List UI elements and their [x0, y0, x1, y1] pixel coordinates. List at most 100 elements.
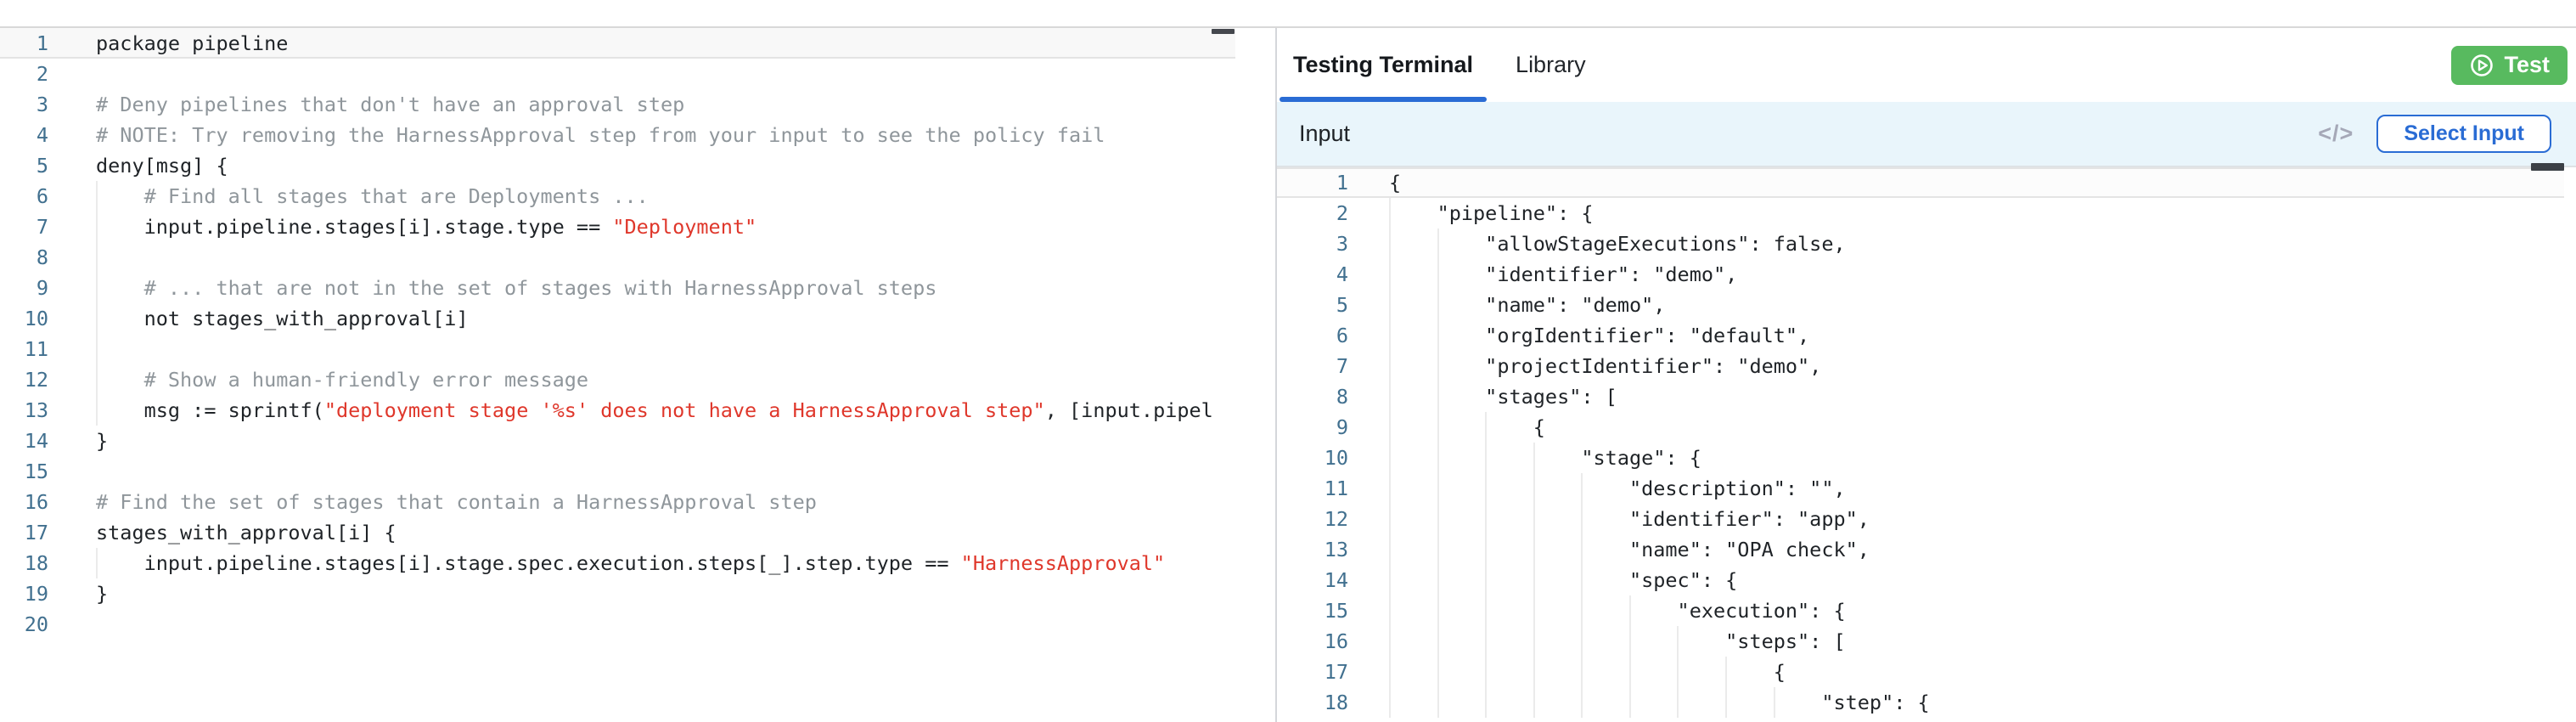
test-button-label: Test [2504, 52, 2550, 77]
code-line-16[interactable]: 16# Find the set of stages that contain … [0, 487, 1235, 517]
comment-token: # ... that are not in the set of stages … [96, 276, 937, 300]
indent-guide [1437, 259, 1439, 290]
code-line-14[interactable]: 14} [0, 426, 1235, 456]
code-line-13[interactable]: 13 "name": "OPA check", [1277, 534, 2564, 565]
indent-guide [1485, 473, 1488, 504]
indent-guide [1389, 473, 1391, 504]
code-token: } [96, 429, 109, 453]
line-number: 2 [36, 62, 48, 86]
indent-guide [1485, 504, 1488, 534]
code-line-8[interactable]: 8 [0, 242, 1235, 273]
code-line-5[interactable]: 5 "name": "demo", [1277, 290, 2564, 320]
code-token: { [1389, 415, 1545, 439]
indent-guide [1437, 626, 1439, 657]
indent-guide [1437, 565, 1439, 595]
line-number: 3 [1336, 232, 1348, 256]
code-line-11[interactable]: 11 "description": "", [1277, 473, 2564, 504]
code-token: "execution": { [1389, 599, 1846, 623]
code-line-12[interactable]: 12 # Show a human-friendly error message [0, 364, 1235, 395]
indent-guide [1485, 626, 1488, 657]
code-line-17[interactable]: 17 { [1277, 657, 2564, 687]
code-line-18[interactable]: 18 "step": { [1277, 687, 2564, 718]
code-line-4[interactable]: 4 "identifier": "demo", [1277, 259, 2564, 290]
code-line-1[interactable]: 1{ [1277, 167, 2564, 198]
code-line-6[interactable]: 6 # Find all stages that are Deployments… [0, 181, 1235, 212]
code-line-20[interactable]: 20 [0, 609, 1235, 640]
code-view-icon[interactable]: </> [2318, 121, 2354, 146]
indent-guide [1485, 565, 1488, 595]
indent-guide [1581, 626, 1583, 657]
code-token: deny[msg] { [96, 154, 228, 178]
code-line-15[interactable]: 15 [0, 456, 1235, 487]
line-content: "pipeline": { [1389, 198, 2564, 228]
line-content: deny[msg] { [96, 150, 1235, 181]
string-token: "Deployment" [612, 215, 757, 239]
line-number: 19 [24, 582, 48, 606]
code-line-3[interactable]: 3 "allowStageExecutions": false, [1277, 228, 2564, 259]
indent-guide [1485, 443, 1488, 473]
line-number: 17 [24, 521, 48, 544]
line-number: 9 [36, 276, 48, 300]
indent-guide [1581, 687, 1583, 718]
indent-guide [1581, 565, 1583, 595]
code-line-6[interactable]: 6 "orgIdentifier": "default", [1277, 320, 2564, 351]
code-token: "stage": { [1389, 446, 1701, 470]
tab-library[interactable]: Library [1499, 28, 1602, 102]
code-token: "steps": [ [1389, 629, 1846, 653]
code-line-4[interactable]: 4# NOTE: Try removing the HarnessApprova… [0, 120, 1235, 150]
code-token: "projectIdentifier": "demo", [1389, 354, 1822, 378]
comment-token: # NOTE: Try removing the HarnessApproval… [96, 123, 1105, 147]
code-line-16[interactable]: 16 "steps": [ [1277, 626, 2564, 657]
input-json-editor[interactable]: 1{2 "pipeline": {3 "allowStageExecutions… [1277, 167, 2564, 722]
indent-guide [1533, 687, 1535, 718]
code-token: "identifier": "demo", [1389, 262, 1738, 286]
code-line-7[interactable]: 7 "projectIdentifier": "demo", [1277, 351, 2564, 381]
testing-panel-header: Testing Terminal Library Test [1277, 28, 2576, 102]
code-line-7[interactable]: 7 input.pipeline.stages[i].stage.type ==… [0, 212, 1235, 242]
code-line-9[interactable]: 9 # ... that are not in the set of stage… [0, 273, 1235, 303]
comment-token: # Find all stages that are Deployments .… [96, 184, 649, 208]
code-line-10[interactable]: 10 not stages_with_approval[i] [0, 303, 1235, 334]
line-content: input.pipeline.stages[i].stage.type == "… [96, 212, 1235, 242]
indent-guide [1724, 657, 1727, 687]
line-number: 3 [36, 93, 48, 116]
select-input-button[interactable]: Select Input [2376, 115, 2551, 153]
panel-resize-divider[interactable] [1275, 28, 1277, 722]
indent-guide [1581, 657, 1583, 687]
code-line-8[interactable]: 8 "stages": [ [1277, 381, 2564, 412]
indent-guide [1628, 687, 1631, 718]
line-content: # ... that are not in the set of stages … [96, 273, 1235, 303]
code-line-18[interactable]: 18 input.pipeline.stages[i].stage.spec.e… [0, 548, 1235, 578]
code-line-2[interactable]: 2 "pipeline": { [1277, 198, 2564, 228]
test-button[interactable]: Test [2451, 45, 2568, 85]
line-number: 18 [24, 551, 48, 575]
line-content: # Find all stages that are Deployments .… [96, 181, 1235, 212]
overview-cursor-marker-icon [2531, 163, 2564, 171]
code-line-12[interactable]: 12 "identifier": "app", [1277, 504, 2564, 534]
indent-guide [1533, 504, 1535, 534]
code-line-10[interactable]: 10 "stage": { [1277, 443, 2564, 473]
code-line-13[interactable]: 13 msg := sprintf("deployment stage '%s'… [0, 395, 1235, 426]
code-line-3[interactable]: 3# Deny pipelines that don't have an app… [0, 89, 1235, 120]
code-token: input.pipeline.stages[i].stage.spec.exec… [96, 551, 961, 575]
line-number: 10 [1324, 446, 1348, 470]
code-line-9[interactable]: 9 { [1277, 412, 2564, 443]
code-line-14[interactable]: 14 "spec": { [1277, 565, 2564, 595]
line-content: "name": "demo", [1389, 290, 2564, 320]
line-content: "name": "OPA check", [1389, 534, 2564, 565]
code-line-11[interactable]: 11 [0, 334, 1235, 364]
code-line-15[interactable]: 15 "execution": { [1277, 595, 2564, 626]
indent-guide [1389, 290, 1391, 320]
code-token: "allowStageExecutions": false, [1389, 232, 1846, 256]
indent-guide [1389, 351, 1391, 381]
code-line-2[interactable]: 2 [0, 59, 1235, 89]
line-content: { [1389, 657, 2564, 687]
input-json-wrap: 1{2 "pipeline": {3 "allowStageExecutions… [1277, 163, 2576, 722]
indent-guide [1628, 626, 1631, 657]
code-line-19[interactable]: 19} [0, 578, 1235, 609]
tab-testing-terminal[interactable]: Testing Terminal [1277, 28, 1489, 102]
